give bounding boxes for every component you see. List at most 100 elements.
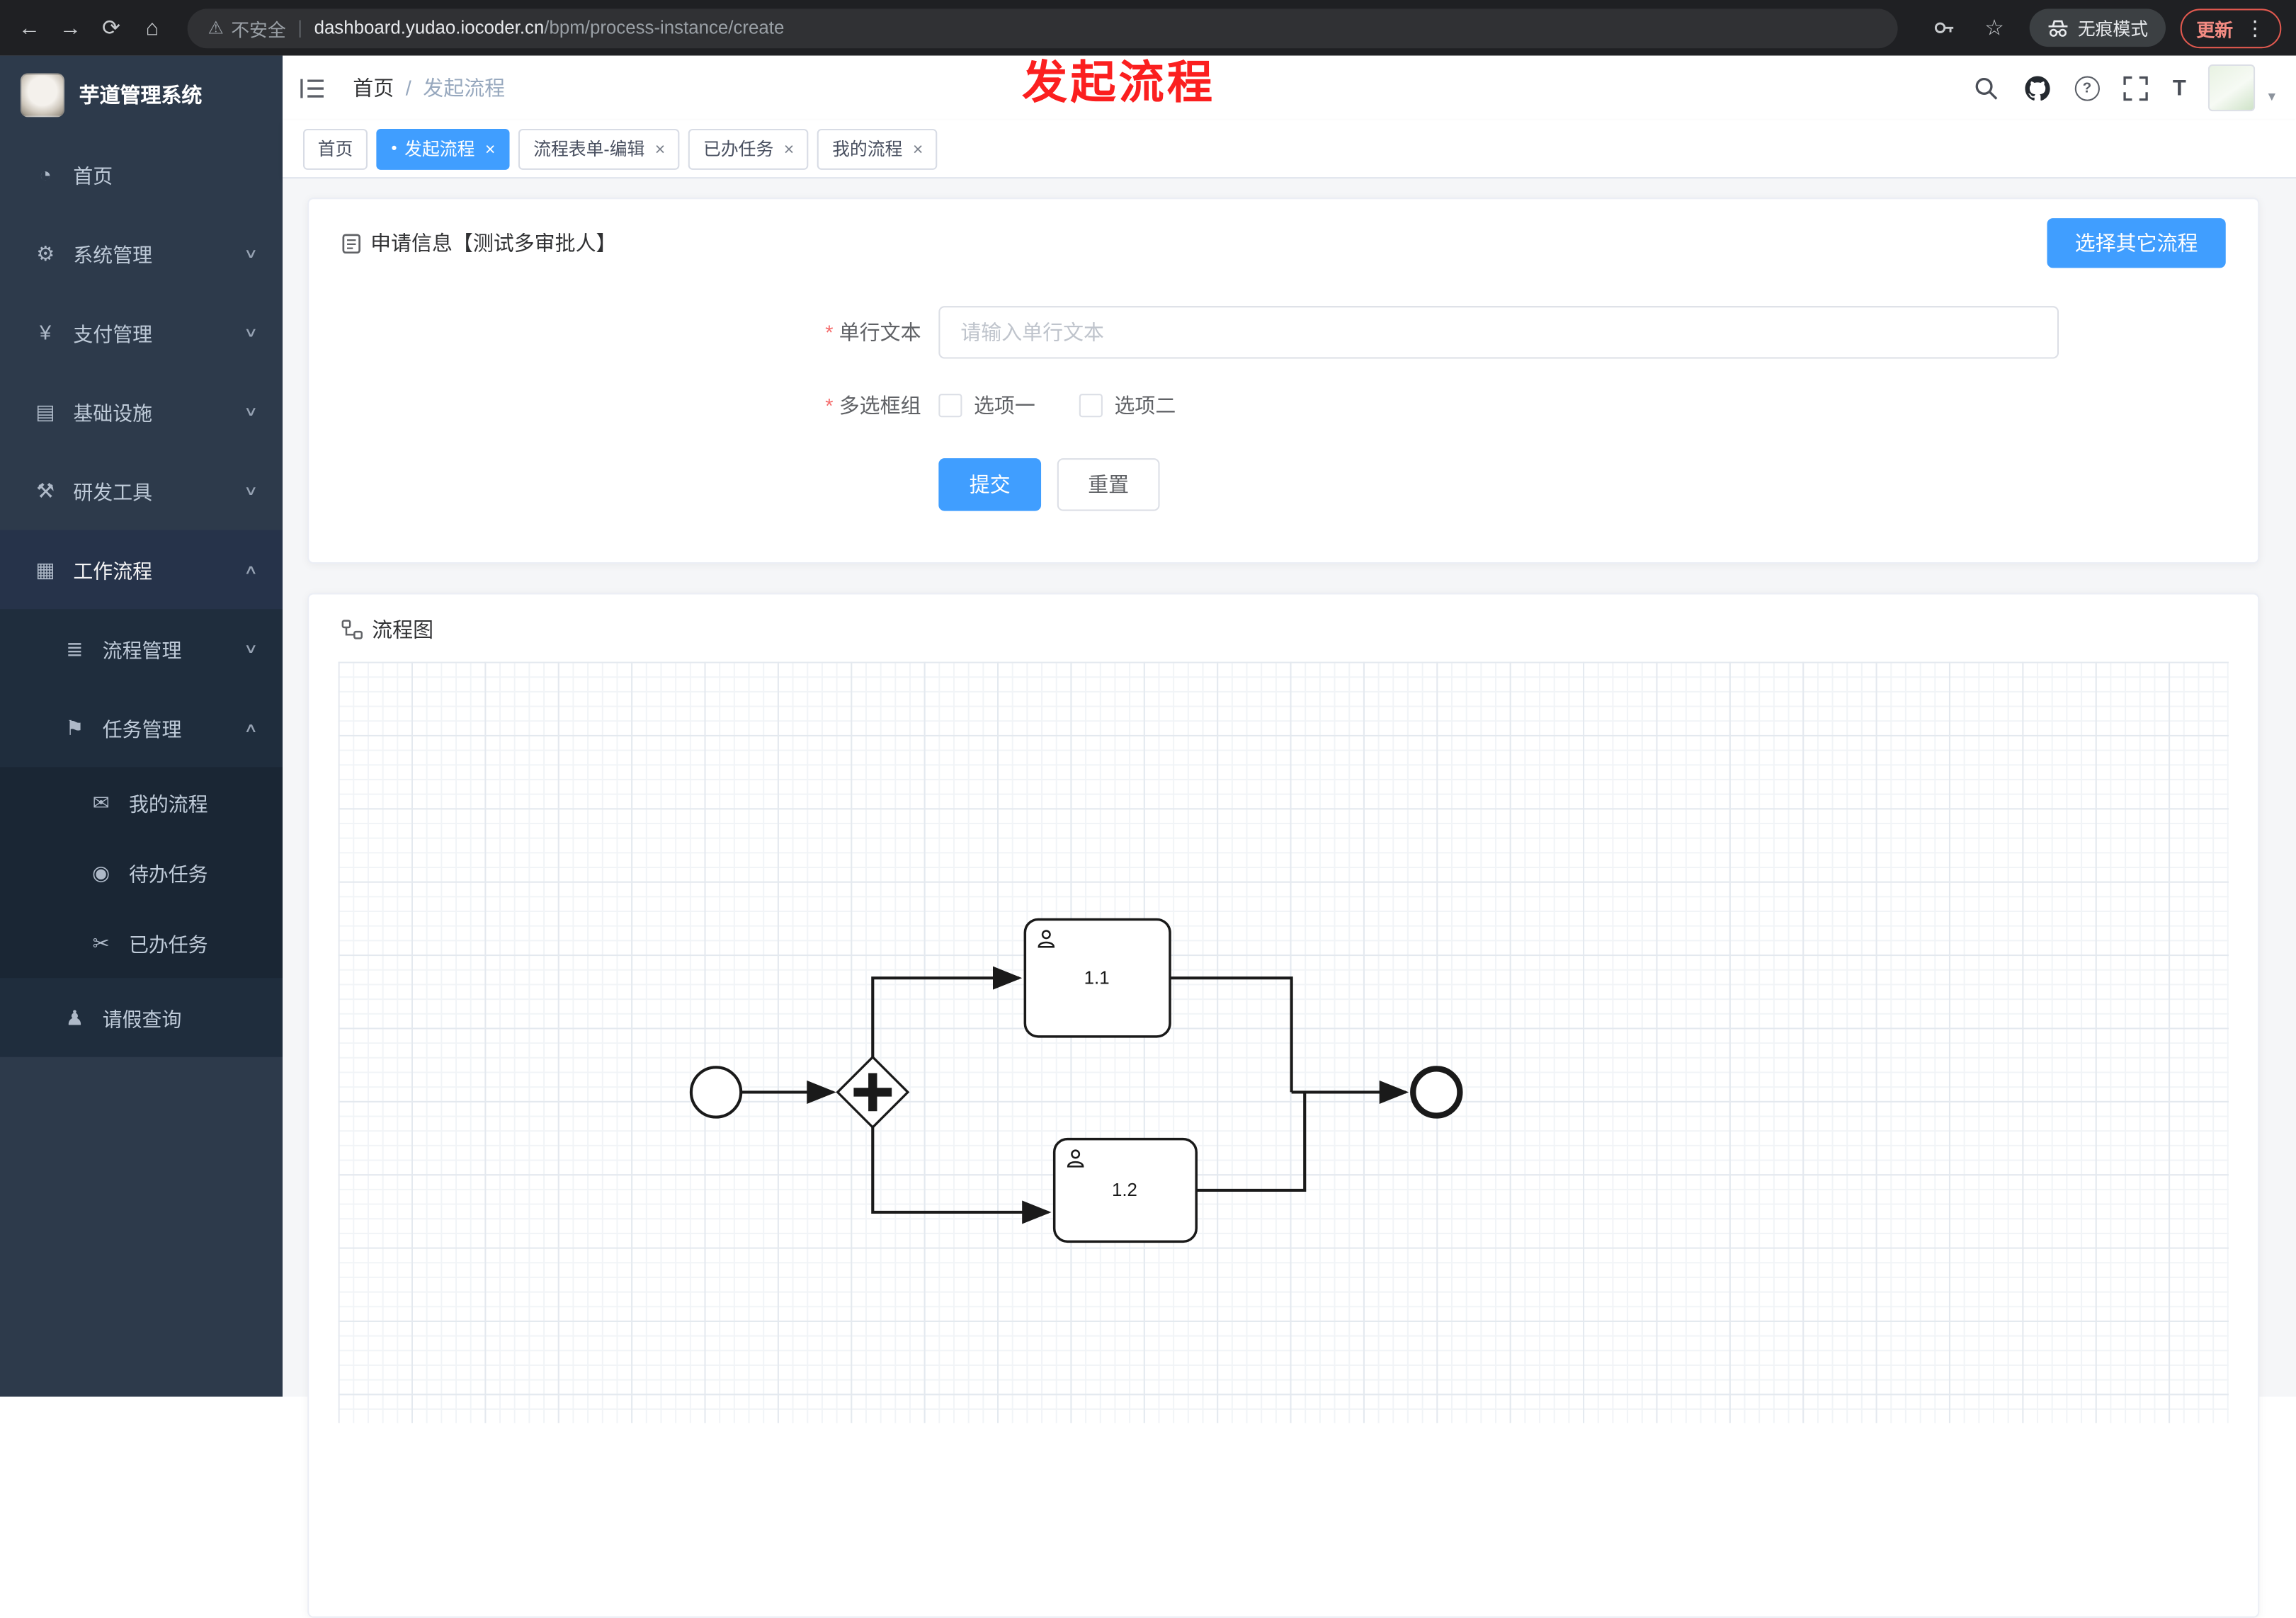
sidebar-item-label: 已办任务 xyxy=(128,934,208,957)
sidebar-item-label: 支付管理 xyxy=(73,323,153,346)
sidebar-item-dev-tools[interactable]: ⚒ 研发工具 ∨ xyxy=(0,451,283,530)
sidebar-item-label: 请假查询 xyxy=(102,1008,182,1031)
main-content: 申请信息【测试多审批人】 选择其它流程 *单行文本 *多选框组 xyxy=(283,178,2296,1618)
application-info-title: 申请信息【测试多审批人】 xyxy=(370,231,617,255)
tab-label: 发起流程 xyxy=(404,139,475,160)
refresh-icon[interactable]: ⟳ xyxy=(102,16,121,41)
sidebar-item-label: 系统管理 xyxy=(73,244,153,267)
sidebar-item-task-management[interactable]: ⚑ 任务管理 ∧ xyxy=(0,688,283,768)
chevron-down-icon: ∨ xyxy=(244,482,259,497)
sidebar-item-my-processes[interactable]: ✉ 我的流程 xyxy=(0,767,283,837)
sidebar-item-done-tasks[interactable]: ✂ 已办任务 xyxy=(0,908,283,978)
sidebar-item-payment-management[interactable]: ¥ 支付管理 ∨ xyxy=(0,293,283,372)
checkbox-label: 选项二 xyxy=(1114,394,1176,418)
process-diagram-card: 流程图 xyxy=(307,593,2260,1618)
list-icon: ≣ xyxy=(66,636,84,660)
select-other-process-button[interactable]: 选择其它流程 xyxy=(2047,218,2226,268)
required-mark: * xyxy=(825,320,834,344)
reset-button[interactable]: 重置 xyxy=(1057,458,1160,511)
server-icon: ▤ xyxy=(35,399,55,423)
submit-button[interactable]: 提交 xyxy=(938,458,1042,511)
breadcrumb-home[interactable]: 首页 xyxy=(353,76,394,100)
chevron-down-icon: ∨ xyxy=(244,324,259,339)
tab-bar: 首页 ● 发起流程 × 流程表单-编辑 × 已办任务 × 我的流程 × xyxy=(283,120,2296,179)
tab-start-process[interactable]: ● 发起流程 × xyxy=(376,127,511,169)
required-mark: * xyxy=(825,394,834,418)
security-label[interactable]: 不安全 xyxy=(231,19,286,40)
app-logo: 芋道管理系统 xyxy=(0,56,283,135)
browser-menu-icon[interactable]: ⋮ xyxy=(2244,15,2266,39)
card-title: 申请信息【测试多审批人】 xyxy=(341,229,617,258)
workflow-submenu: ≣ 流程管理 ∨ ⚑ 任务管理 ∧ ✉ 我的流程 ◉ 待办任务 ✂ xyxy=(0,609,283,1057)
person-icon: ♟ xyxy=(65,1005,84,1029)
bpmn-diagram: 1.1 1.2 xyxy=(689,918,1463,1243)
tab-home[interactable]: 首页 xyxy=(302,127,368,169)
document-icon xyxy=(342,233,360,253)
sidebar-item-todo-tasks[interactable]: ◉ 待办任务 xyxy=(0,838,283,908)
diagram-title: 流程图 xyxy=(372,617,434,642)
breadcrumb: 首页 / 发起流程 xyxy=(353,73,505,102)
search-icon[interactable] xyxy=(1972,73,2001,102)
close-icon[interactable]: × xyxy=(484,138,496,159)
bpmn-user-task-1-1[interactable]: 1.1 xyxy=(1023,918,1171,1038)
bpmn-parallel-gateway[interactable] xyxy=(836,1055,910,1129)
incognito-label: 无痕模式 xyxy=(2077,18,2149,39)
sidebar-item-home[interactable]: ◔ 首页 xyxy=(0,135,283,214)
tab-process-form-edit[interactable]: 流程表单-编辑 × xyxy=(518,127,680,169)
checkbox-option-1[interactable]: 选项一 xyxy=(938,391,1035,420)
flow-icon xyxy=(341,620,363,639)
tab-done-tasks[interactable]: 已办任务 × xyxy=(688,127,809,169)
checkbox-icon[interactable] xyxy=(1079,394,1103,418)
close-icon[interactable]: × xyxy=(654,138,666,159)
sidebar: 芋道管理系统 ◔ 首页 ⚙ 系统管理 ∨ ¥ 支付管理 ∨ ▤ 基础设施 ∨ ⚒… xyxy=(0,55,283,1397)
bpmn-start-event[interactable] xyxy=(689,1066,743,1119)
home-icon[interactable]: ⌂ xyxy=(145,15,159,40)
sidebar-item-infrastructure[interactable]: ▤ 基础设施 ∨ xyxy=(0,372,283,451)
warning-icon: ⚠ xyxy=(208,17,224,38)
tab-my-processes[interactable]: 我的流程 × xyxy=(817,127,938,169)
sidebar-item-process-management[interactable]: ≣ 流程管理 ∨ xyxy=(0,609,283,688)
chevron-up-icon: ∧ xyxy=(244,561,259,576)
close-icon[interactable]: × xyxy=(783,138,795,159)
font-size-icon[interactable]: T xyxy=(2172,75,2186,101)
sidebar-item-leave-query[interactable]: ♟ 请假查询 xyxy=(0,978,283,1057)
chevron-up-icon: ∧ xyxy=(244,719,259,734)
sidebar-item-system-management[interactable]: ⚙ 系统管理 ∨ xyxy=(0,214,283,293)
task-label: 1.2 xyxy=(1112,1180,1137,1200)
back-icon[interactable]: ← xyxy=(18,15,40,40)
collapse-sidebar-icon[interactable] xyxy=(283,56,341,120)
github-icon[interactable] xyxy=(2023,73,2052,102)
checkbox-group-label: 多选框组 xyxy=(839,394,921,418)
field-label: *单行文本 xyxy=(309,318,938,347)
key-icon[interactable] xyxy=(1930,13,1959,42)
breadcrumb-current: 发起流程 xyxy=(423,76,506,100)
sidebar-item-label: 基础设施 xyxy=(73,402,153,425)
dashboard-icon: ◔ xyxy=(39,162,52,186)
single-line-text-input[interactable] xyxy=(938,306,2059,359)
checkbox-option-2[interactable]: 选项二 xyxy=(1079,391,1176,420)
field-label: *多选框组 xyxy=(309,391,938,420)
chevron-down-icon[interactable]: ▾ xyxy=(2268,89,2276,106)
sidebar-item-label: 流程管理 xyxy=(102,639,182,662)
eye-icon: ◉ xyxy=(92,860,110,884)
address-bar[interactable]: ⚠ 不安全 | dashboard.yudao.iocoder.cn /bpm/… xyxy=(187,8,1898,48)
tab-label: 首页 xyxy=(317,139,353,160)
fullscreen-icon[interactable] xyxy=(2122,73,2151,102)
card-title: 流程图 xyxy=(341,615,433,644)
avatar[interactable] xyxy=(2207,64,2256,112)
sidebar-item-workflow[interactable]: ▦ 工作流程 ∧ xyxy=(0,530,283,610)
tab-label: 已办任务 xyxy=(703,139,774,160)
update-browser-button[interactable]: 更新 ⋮ xyxy=(2180,8,2282,48)
yen-icon: ¥ xyxy=(40,320,52,344)
bpmn-user-task-1-2[interactable]: 1.2 xyxy=(1052,1137,1198,1243)
scissors-icon: ✂ xyxy=(92,930,110,955)
url-path: /bpm/process-instance/create xyxy=(544,17,785,38)
checkbox-icon[interactable] xyxy=(938,394,962,418)
help-icon[interactable]: ? xyxy=(2074,75,2100,101)
bpmn-end-event[interactable] xyxy=(1410,1066,1463,1119)
bookmark-star-icon[interactable]: ☆ xyxy=(1984,16,2004,41)
sidebar-item-label: 工作流程 xyxy=(73,560,153,583)
close-icon[interactable]: × xyxy=(912,138,923,159)
bpmn-canvas[interactable]: 1.1 1.2 xyxy=(338,661,2229,1423)
forward-icon[interactable]: → xyxy=(59,15,81,40)
